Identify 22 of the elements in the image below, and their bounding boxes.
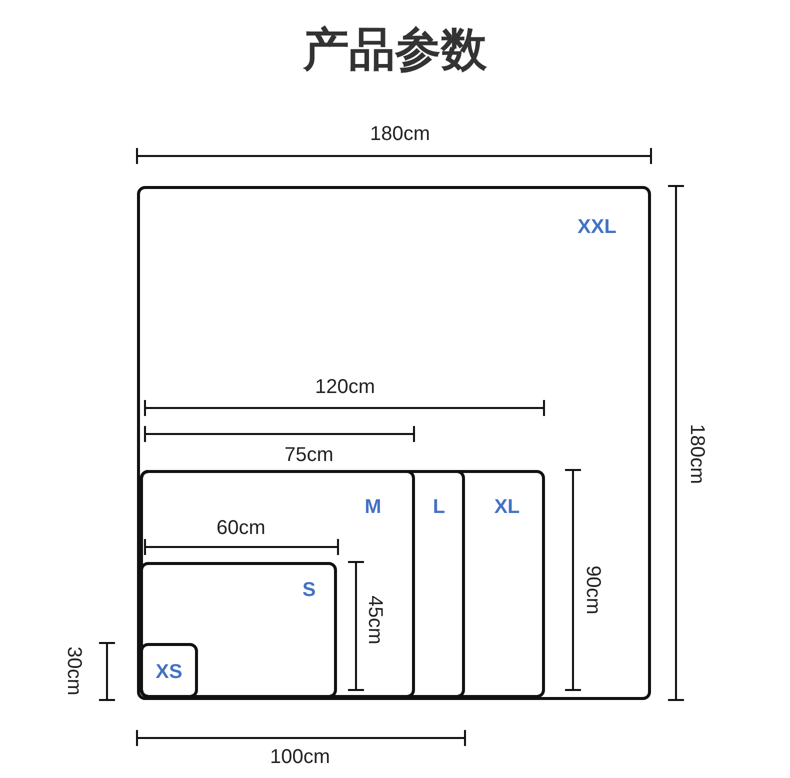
title: 产品参数 — [303, 21, 487, 78]
dimension-label: 45cm — [365, 596, 385, 644]
size-box — [140, 470, 545, 698]
dimension-label: 75cm — [284, 445, 334, 465]
size-label: XXL — [578, 217, 616, 237]
size-box — [140, 643, 198, 698]
size-label: XL — [494, 497, 520, 517]
size-box — [140, 562, 337, 698]
dimension-label: 60cm — [216, 518, 266, 538]
size-box — [137, 186, 651, 700]
size-label: S — [302, 580, 316, 600]
dimension-label: 120cm — [314, 377, 376, 397]
dimension-label: 90cm — [583, 566, 603, 614]
size-label: L — [432, 497, 446, 517]
dimension-label: 180cm — [370, 124, 430, 144]
size-box — [140, 470, 415, 698]
size-label: XS — [156, 662, 182, 682]
dimension-label: 180cm — [687, 424, 707, 484]
dimension-label: 30cm — [64, 646, 84, 696]
size-label: M — [364, 497, 382, 517]
size-box — [140, 470, 465, 698]
dimension-label: 100cm — [270, 747, 330, 767]
